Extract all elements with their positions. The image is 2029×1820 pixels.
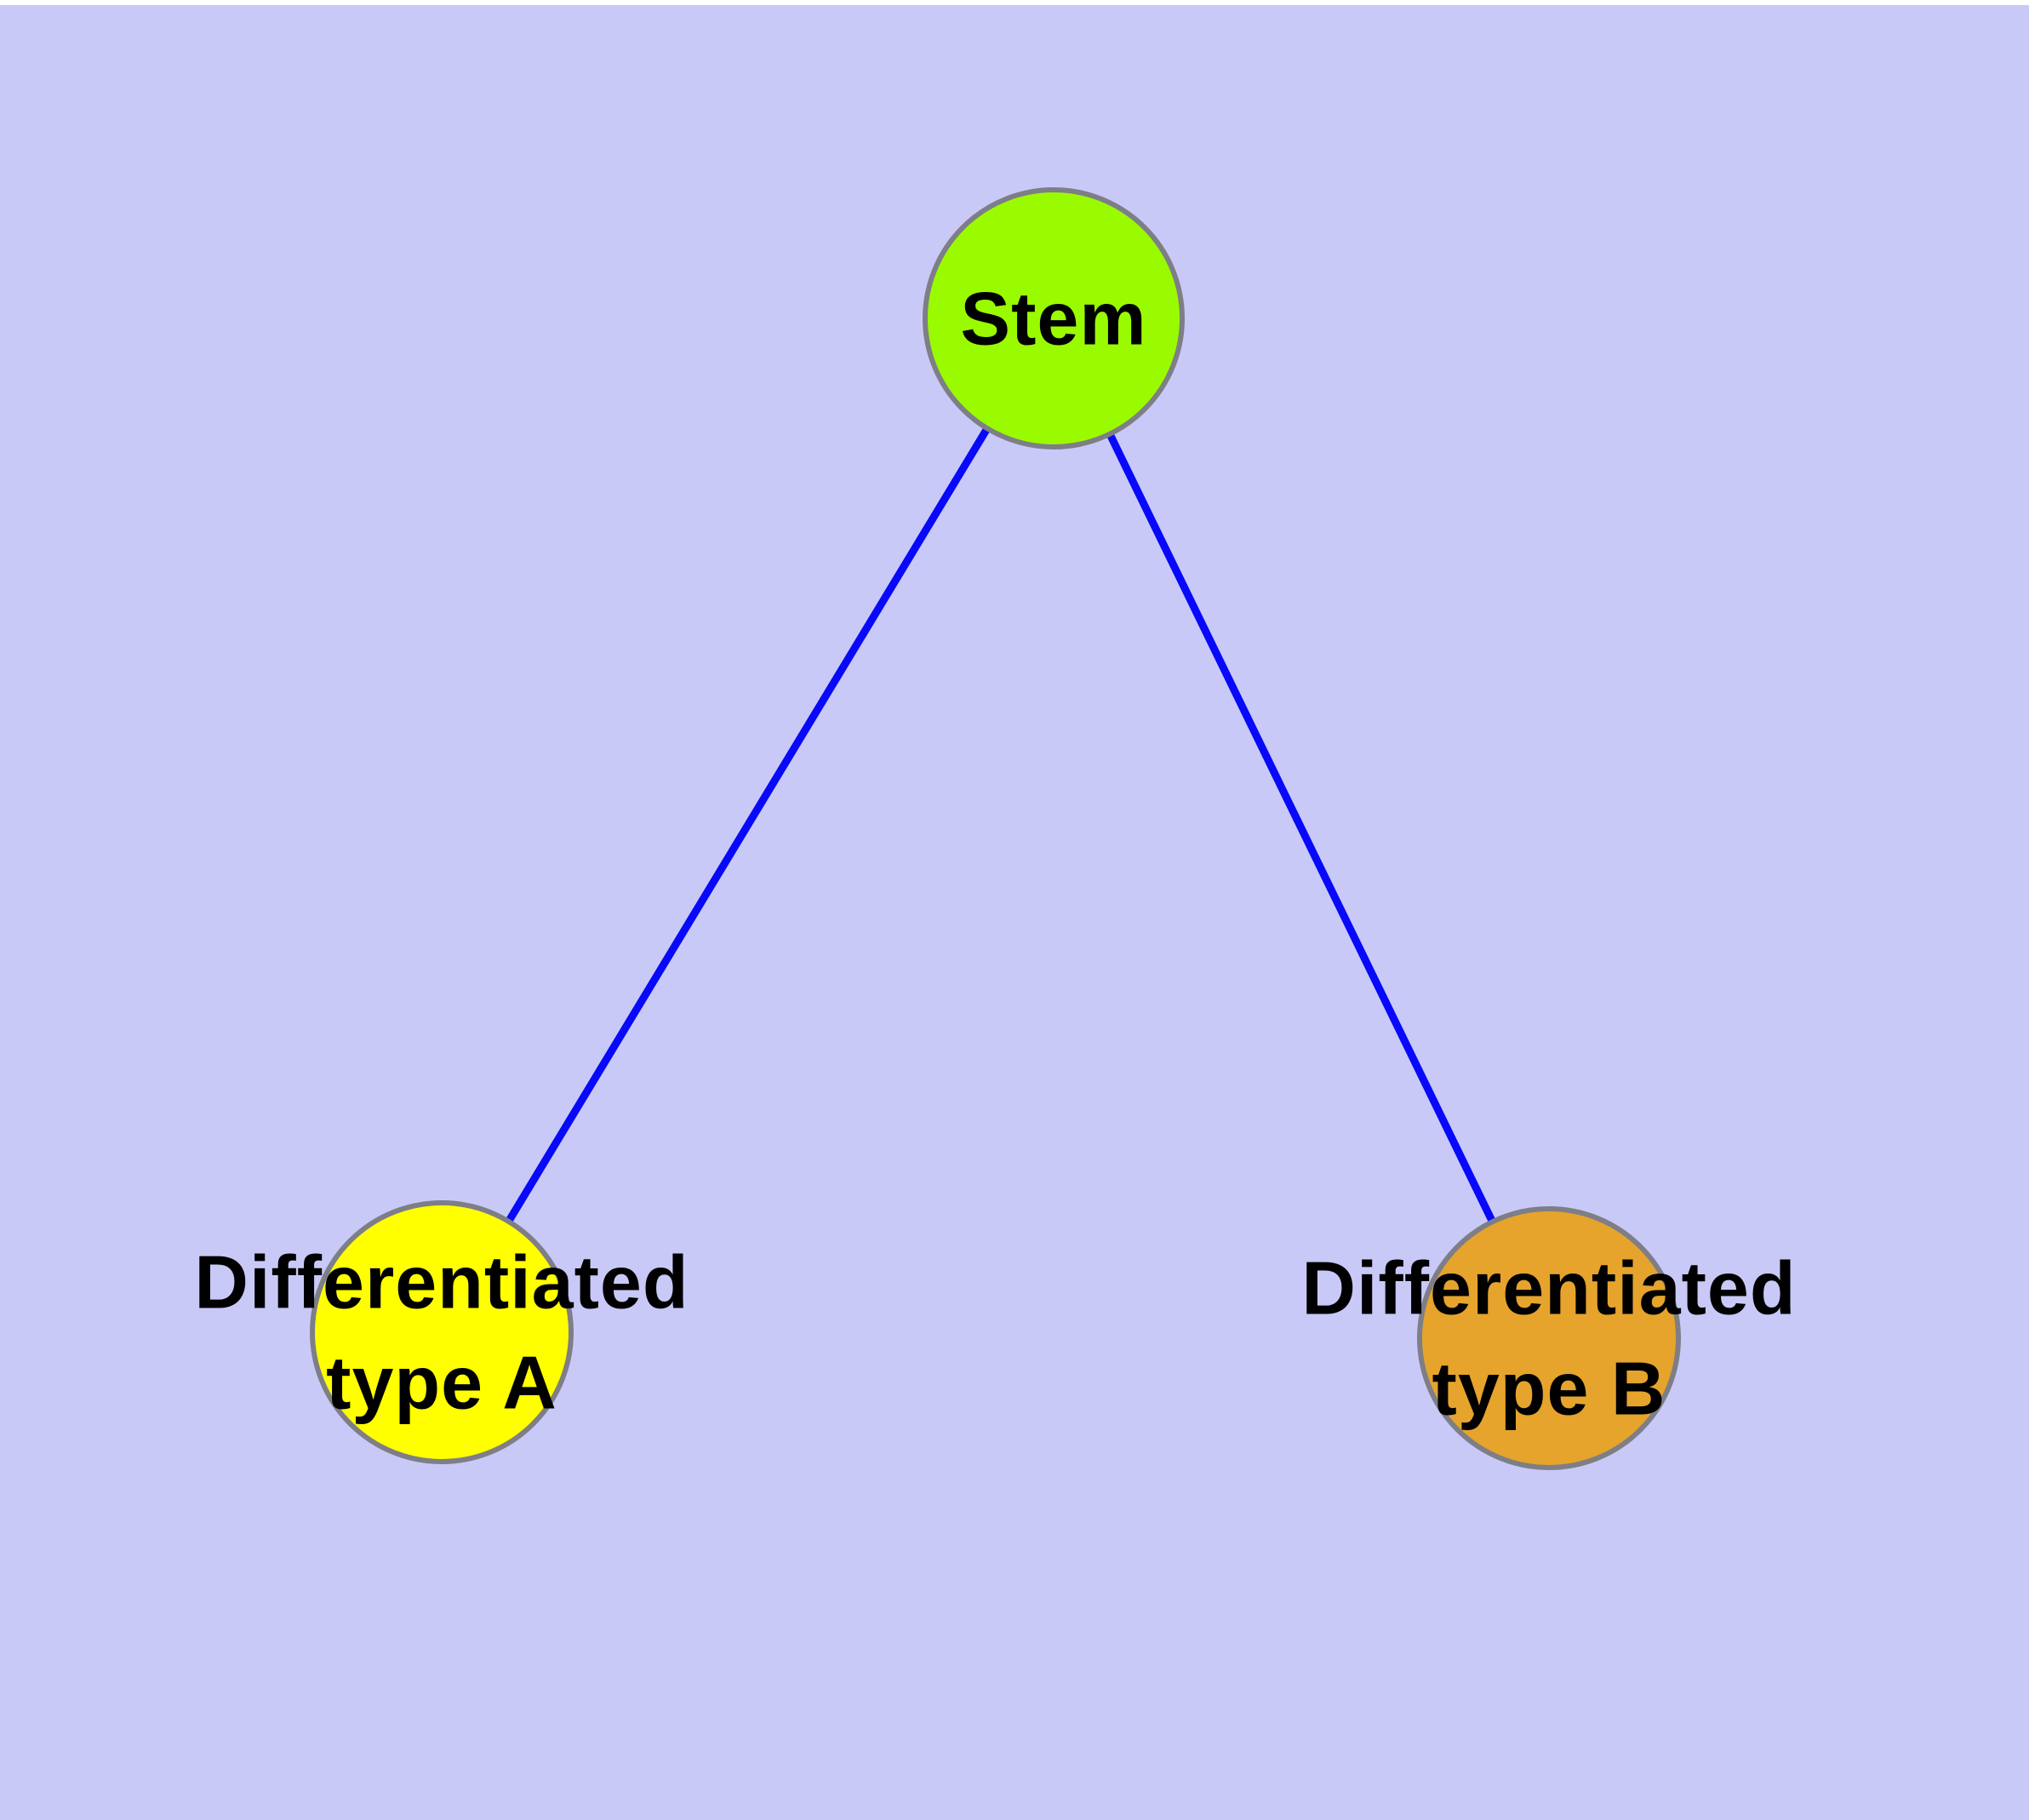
node-stem — [923, 187, 1185, 449]
node-stem-label: Stem — [960, 277, 1146, 361]
node-differentiated-type-a — [310, 1200, 574, 1464]
edge-stem-to-type-a — [438, 316, 1057, 1335]
node-differentiated-type-b — [1417, 1206, 1681, 1470]
edge-stem-to-type-b — [1049, 317, 1553, 1340]
node-labels: Stem Differentiated type A Differentiate… — [194, 277, 1796, 1431]
node-type-a-label-line2: type A — [326, 1341, 557, 1425]
node-type-b-label-line2: type B — [1432, 1347, 1666, 1431]
top-margin-strip — [0, 0, 2029, 5]
node-type-b-label-line1: Differentiated — [1301, 1246, 1796, 1331]
node-type-a-label-line1: Differentiated — [194, 1240, 689, 1325]
